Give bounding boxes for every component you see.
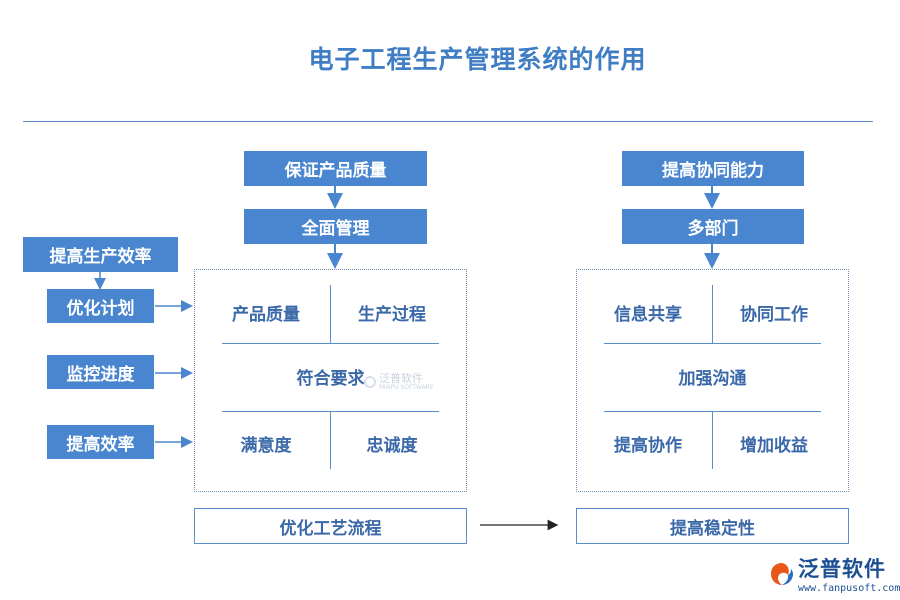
center-cell-3: 符合要求: [296, 368, 365, 389]
right-bottom-box: 提高稳定性: [576, 508, 849, 544]
center-divider-v1: [330, 285, 331, 343]
title-divider: [23, 121, 873, 122]
brand-name: 泛普软件: [798, 557, 886, 581]
page-title: 电子工程生产管理系统的作用: [308, 45, 647, 74]
right-panel: [576, 269, 849, 492]
center-bottom-box: 优化工艺流程: [194, 508, 467, 544]
right-cell-2: 协同工作: [740, 304, 808, 325]
center-divider-v2: [330, 411, 331, 469]
right-divider-v2: [712, 411, 713, 469]
brand-logo: 泛普软件 www.fanpusoft.com: [768, 553, 900, 594]
left-top-box: 提高生产效率: [23, 237, 178, 272]
watermark-logo-icon: [364, 376, 376, 388]
left-item-3: 提高效率: [47, 425, 154, 459]
left-item-2: 监控进度: [47, 355, 154, 389]
watermark-name: 泛普软件: [379, 372, 423, 385]
center-cell-4: 满意度: [240, 435, 292, 456]
center-cell-5: 忠诚度: [366, 435, 418, 456]
center-divider-h1: [222, 343, 439, 344]
right-cell-1: 信息共享: [614, 304, 682, 325]
center-top-box-2: 全面管理: [244, 209, 427, 244]
center-cell-1: 产品质量: [232, 304, 300, 325]
right-cell-4: 提高协作: [614, 435, 682, 456]
right-divider-h1: [604, 343, 821, 344]
center-panel: [194, 269, 467, 492]
center-cell-2: 生产过程: [358, 304, 426, 325]
right-top-box-1: 提高协同能力: [622, 151, 804, 186]
right-cell-5: 增加收益: [740, 435, 808, 456]
center-top-box-1: 保证产品质量: [244, 151, 427, 186]
watermark: 泛普软件 FANPU SOFTWARE: [364, 373, 434, 391]
left-item-1: 优化计划: [47, 289, 154, 323]
brand-url: www.fanpusoft.com: [798, 583, 900, 594]
watermark-sub: FANPU SOFTWARE: [379, 384, 434, 391]
right-divider-v1: [712, 285, 713, 343]
right-top-box-2: 多部门: [622, 209, 804, 244]
brand-swirl-icon: [771, 562, 793, 585]
right-cell-3: 加强沟通: [678, 368, 747, 389]
